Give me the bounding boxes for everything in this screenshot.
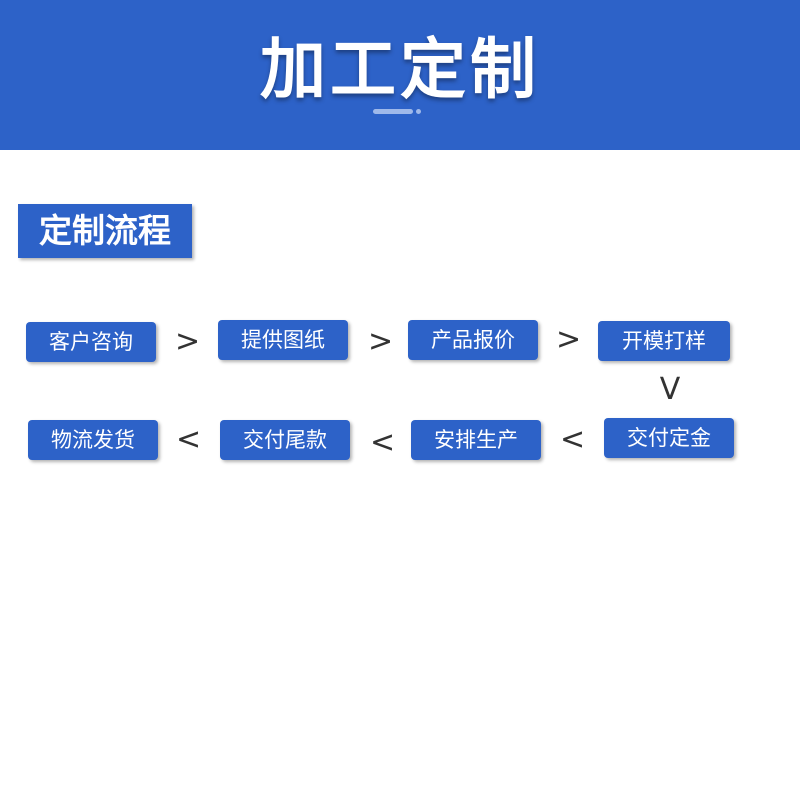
header-banner: 加工定制 — [0, 0, 800, 150]
arrow-left-2: < — [370, 425, 396, 460]
arrow-left-3: < — [176, 422, 202, 457]
step-customer-consultation: 客户咨询 — [26, 322, 156, 362]
arrow-right-3: > — [556, 322, 582, 357]
step-pay-deposit: 交付定金 — [604, 418, 734, 458]
arrow-down: V — [659, 372, 681, 407]
title-underline-bar — [373, 109, 413, 114]
step-pay-balance: 交付尾款 — [220, 420, 350, 460]
arrow-right-1: > — [175, 324, 201, 359]
step-provide-drawings: 提供图纸 — [218, 320, 348, 360]
page-title: 加工定制 — [260, 31, 540, 108]
step-product-quote: 产品报价 — [408, 320, 538, 360]
arrow-left-1: < — [560, 422, 586, 457]
section-heading: 定制流程 — [18, 204, 192, 258]
arrow-right-2: > — [368, 324, 394, 359]
step-logistics-shipping: 物流发货 — [28, 420, 158, 460]
title-underline-dot — [416, 109, 421, 114]
step-mold-sampling: 开模打样 — [598, 321, 730, 361]
step-arrange-production: 安排生产 — [411, 420, 541, 460]
